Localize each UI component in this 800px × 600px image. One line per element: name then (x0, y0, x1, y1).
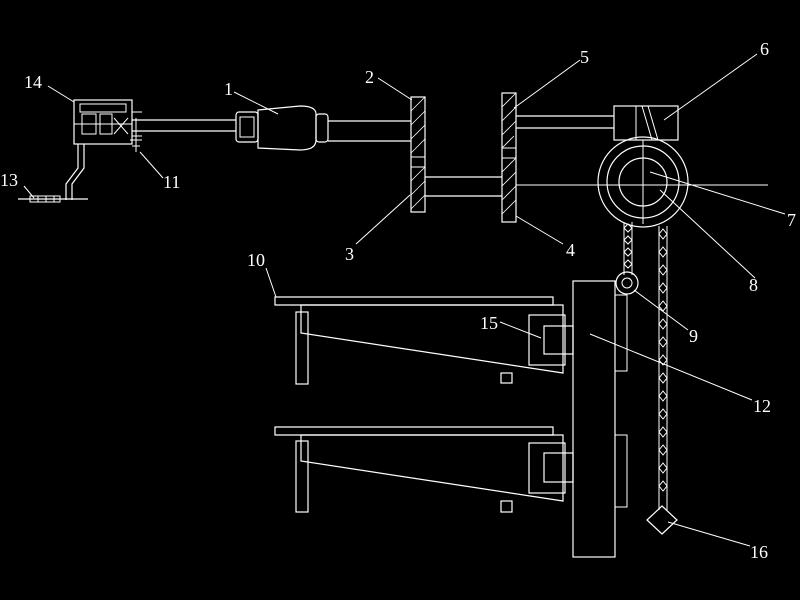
label-5: 5 (580, 47, 589, 67)
label-13: 13 (0, 170, 18, 190)
label-15: 15 (480, 313, 498, 333)
label-11: 11 (163, 172, 180, 192)
idler-pulley-9 (615, 271, 639, 295)
slider-15-upper (528, 314, 574, 366)
sprocket-7-8 (597, 136, 689, 228)
drive-shaft-left (132, 119, 236, 132)
bolt-11 (130, 118, 142, 152)
label-10: 10 (247, 250, 265, 270)
clamp-bracket (65, 144, 85, 200)
tray-lower (274, 426, 564, 513)
label-14: 14 (24, 72, 42, 92)
label-9: 9 (689, 326, 698, 346)
label-7: 7 (787, 210, 796, 230)
base-plate-13 (18, 195, 88, 203)
wheel-plate-2-3 (410, 96, 426, 213)
label-16: 16 (750, 542, 768, 562)
drive-shaft-middle (328, 120, 411, 142)
label-1: 1 (224, 79, 233, 99)
leader-lines (23, 53, 786, 547)
column-12 (572, 280, 628, 558)
upper-shaft-right (516, 115, 614, 129)
label-6: 6 (760, 39, 769, 59)
label-4: 4 (566, 240, 575, 260)
label-8: 8 (749, 275, 758, 295)
wheel-plate-5-4 (501, 92, 517, 223)
chain-left (623, 222, 633, 275)
label-3: 3 (345, 244, 354, 264)
label-12: 12 (753, 396, 771, 416)
tray-10-upper (274, 296, 564, 385)
counterweight-16 (646, 505, 678, 535)
cross-shaft (425, 176, 502, 197)
slider-lower (528, 442, 574, 494)
clamp-head-14 (73, 99, 142, 145)
label-2: 2 (365, 67, 374, 87)
gearbox-6 (613, 105, 679, 141)
chain-right (658, 226, 668, 510)
motor-1 (235, 105, 329, 151)
